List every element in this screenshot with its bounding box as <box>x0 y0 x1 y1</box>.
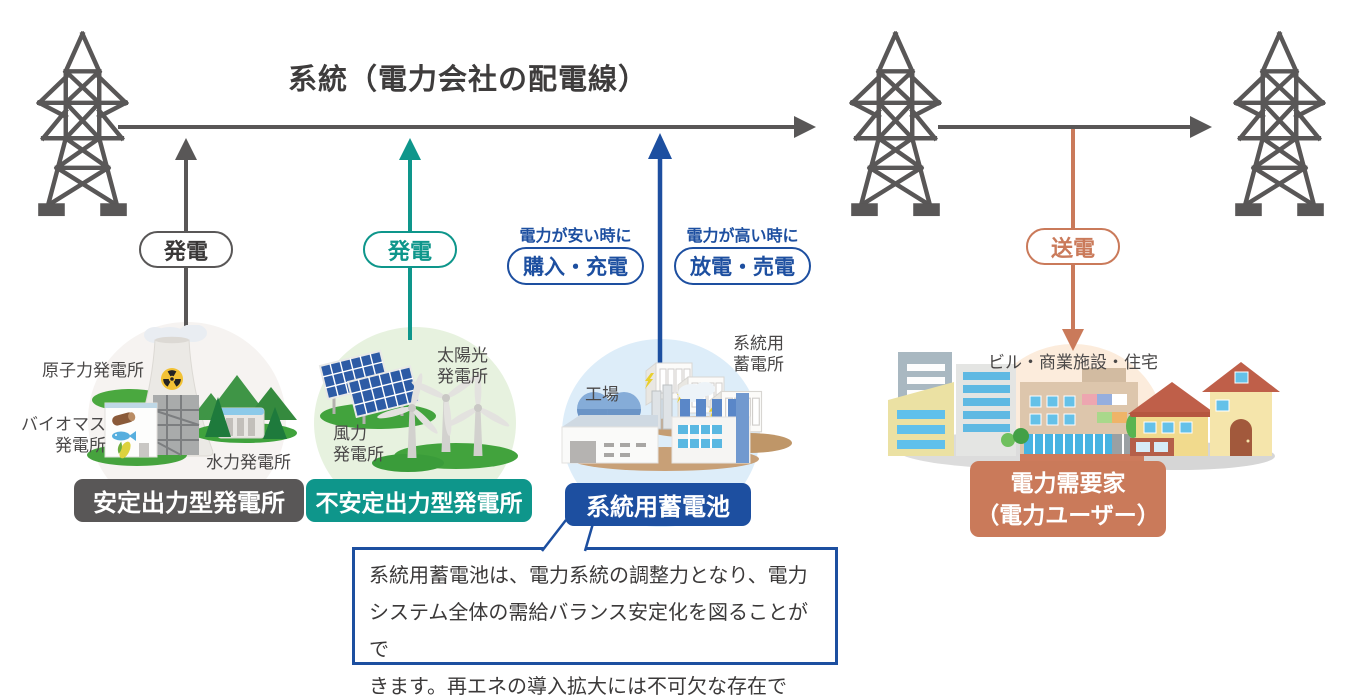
discharge-pill: 放電・売電 <box>674 247 811 285</box>
discharge-condition-label: 電力が高い時に <box>686 228 799 245</box>
commercial-building-icon <box>1001 368 1144 461</box>
biomass-plant-icon <box>87 395 200 466</box>
radiation-icon <box>161 368 183 390</box>
hydro-plant-label: 水力発電所 <box>206 453 291 472</box>
power-consumer-badge: 電力需要家 （電力ユーザー） <box>970 461 1166 537</box>
factory-icon <box>561 382 759 471</box>
grid-line-arrow <box>118 116 1212 138</box>
grid-storage-label: 系統用 蓄電所 <box>733 334 784 374</box>
transmission-tower-icon <box>25 28 140 220</box>
office-towers-icon <box>888 352 1016 456</box>
biomass-plant-label: バイオマス 発電所 <box>21 415 106 455</box>
factory-label: 工場 <box>585 385 619 404</box>
grid-battery-badge: 系統用蓄電池 <box>565 483 751 526</box>
transmission-pill: 送電 <box>1026 228 1120 265</box>
stable-plants-illustration <box>87 325 297 466</box>
stable-generation-pill: 発電 <box>139 231 233 268</box>
stable-plants-badge: 安定出力型発電所 <box>74 479 304 522</box>
house-icon <box>1202 362 1280 456</box>
house-icon <box>1128 382 1218 456</box>
solar-plant-label: 太陽光 発電所 <box>437 346 488 386</box>
wind-plant-label: 風力 発電所 <box>333 424 384 464</box>
city-buildings-illustration <box>888 352 1280 470</box>
charge-pill: 購入・充電 <box>507 247 644 285</box>
unstable-plants-badge: 不安定出力型発電所 <box>306 479 532 522</box>
wind-turbines-icon <box>372 372 518 472</box>
battery-storage-illustration <box>561 361 792 471</box>
unstable-plants-illustration <box>318 349 518 472</box>
diagram-title: 系統（電力会社の配電線） <box>288 64 649 96</box>
transmission-tower-icon <box>1222 28 1337 220</box>
nuclear-plant-label: 原子力発電所 <box>42 361 144 380</box>
note-text: 系統用蓄電池は、電力系統の調整力となり、電力 システム全体の需給バランス安定化を… <box>369 565 808 698</box>
unstable-generation-pill: 発電 <box>363 231 457 268</box>
hydro-dam-icon <box>190 375 297 443</box>
transmission-tower-icon <box>838 28 953 220</box>
city-buildings-label: ビル・商業施設・住宅 <box>988 353 1158 372</box>
charge-condition-label: 電力が安い時に <box>519 228 632 245</box>
note-box: 系統用蓄電池は、電力系統の調整力となり、電力 システム全体の需給バランス安定化を… <box>352 547 838 698</box>
